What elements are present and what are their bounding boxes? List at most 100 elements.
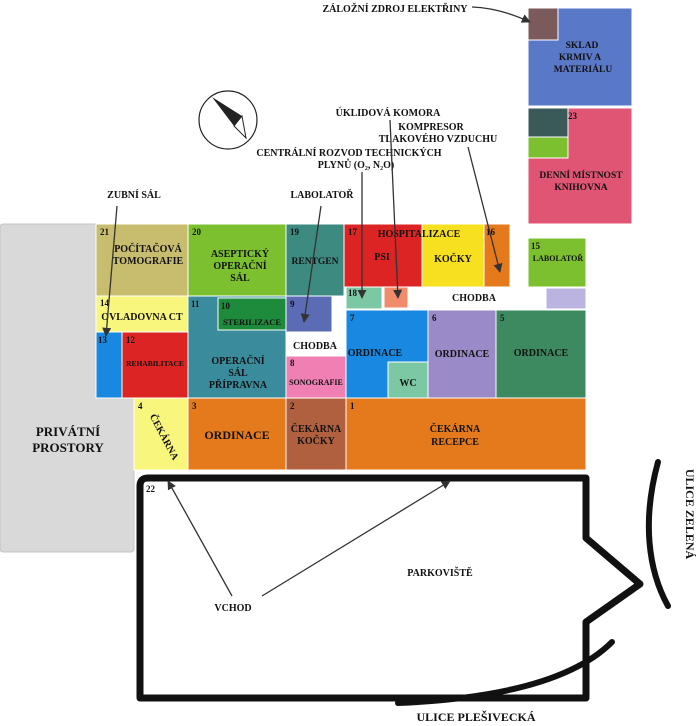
gas-distribution-callout: PLYNŮ (O₂, N₂O) <box>318 158 394 171</box>
room-3 <box>187 397 287 471</box>
room-8 <box>285 355 347 399</box>
room-storage-label: SKLAD <box>566 41 599 51</box>
room-20-label: OPERAČNÍ <box>213 259 266 272</box>
wc <box>387 361 429 399</box>
laboratory-callout: LABOLATOŘ <box>291 189 355 201</box>
room-1-label: RECEPCE <box>431 437 479 448</box>
room-21-label: TOMOGRAFIE <box>113 256 184 267</box>
room-6-number: 6 <box>432 313 437 323</box>
laboratory-arrow <box>300 205 322 323</box>
entrance-label: VCHOD <box>214 603 251 614</box>
room-14-number: 14 <box>100 298 110 308</box>
room-11-label: OPERAČNÍ <box>211 354 264 367</box>
room-11-label: PŘÍPRAVNA <box>209 379 268 391</box>
entrance-arrow-right <box>261 480 451 597</box>
room-1 <box>345 397 587 471</box>
room-16 <box>483 223 511 288</box>
room-15-label: LABOLATOŘ <box>533 253 584 263</box>
cleaning-room-arrow <box>389 119 403 299</box>
parking-label: PARKOVIŠTĚ <box>407 566 473 579</box>
room-7-number: 7 <box>350 313 355 323</box>
room-17-number: 17 <box>348 227 358 237</box>
room-18-number: 18 <box>348 288 358 298</box>
room-21-label: POČÍTAČOVÁ <box>114 242 182 255</box>
room-3-number: 3 <box>192 401 197 411</box>
room-8-label: SONOGRAFIE <box>289 378 343 387</box>
room-23-label: KNIHOVNA <box>554 183 607 193</box>
street-plesivecka-curb <box>395 639 615 706</box>
parking-outline <box>136 474 644 702</box>
wc-label: WC <box>399 378 416 389</box>
private-area-label: PROSTORY <box>32 440 104 455</box>
room-16-number: 16 <box>486 227 496 237</box>
room-23-green-block <box>527 136 569 159</box>
room-2-label: ČEKÁRNA <box>291 422 342 435</box>
room-11-label: SÁL <box>228 367 248 379</box>
corridor-south-label: CHODBA <box>293 341 338 352</box>
room-20 <box>187 223 287 297</box>
room-12-number: 12 <box>126 335 136 345</box>
hospitalization-label: HOSPITALIZACE <box>378 229 461 240</box>
room-15 <box>527 237 587 288</box>
backup-power-arrow <box>471 6 531 23</box>
cats-ward-label: KOČKY <box>434 252 473 265</box>
room-6-label: ORDINACE <box>435 349 490 360</box>
room-4 <box>133 397 189 471</box>
cleaning-room-callout: ÚKLIDOVÁ KOMORA <box>336 107 442 119</box>
room-3-label: ORDINACE <box>204 428 269 442</box>
room-1-number: 1 <box>350 401 355 411</box>
room-20-label: SÁL <box>230 272 250 284</box>
backup-power-callout: ZÁLOŽNÍ ZDROJ ELEKTŘINY <box>322 3 468 15</box>
room-6 <box>427 309 497 399</box>
room-15-number: 15 <box>531 241 541 251</box>
room-13 <box>95 331 123 399</box>
room-1-label: ČEKÁRNA <box>430 422 481 435</box>
room-11-number: 11 <box>191 299 200 309</box>
room-12-label: REHABILITACE <box>126 359 184 368</box>
room-19-number: 19 <box>290 227 300 237</box>
street-zelena-label: ULICE ZELENÁ <box>683 469 697 560</box>
room-5-number: 5 <box>500 313 505 323</box>
room-7-label: ORDINACE <box>348 348 403 359</box>
room-storage-label: MATERIÁLU <box>554 63 613 75</box>
room-2 <box>285 397 347 471</box>
gas-distribution-callout: CENTRÁLNÍ ROZVOD TECHNICKÝCH <box>256 147 441 159</box>
compressor-callout: TLAKOVÉHO VZDUCHU <box>379 133 497 145</box>
room-10-label: STERILIZACE <box>223 317 281 327</box>
street-zelena-curb <box>645 459 671 609</box>
backup-power-unit <box>527 7 559 41</box>
room-17 <box>343 223 423 288</box>
compressor-arrow <box>467 146 503 273</box>
room-2-label: KOČKY <box>297 434 336 447</box>
room-12 <box>121 331 189 399</box>
room-15-annex <box>545 287 587 310</box>
room-10-number: 10 <box>221 301 231 311</box>
entrance-arrow-left <box>167 480 233 597</box>
room-23-number: 23 <box>568 111 578 121</box>
dental-room-arrow <box>102 205 118 337</box>
dental-room-callout: ZUBNÍ SÁL <box>107 189 161 201</box>
room-9-number: 9 <box>290 299 295 309</box>
room-21 <box>95 223 189 297</box>
room-5-label: ORDINACE <box>514 348 569 359</box>
room-22-number: 22 <box>146 484 156 494</box>
cats-ward <box>421 223 485 288</box>
corridor-south <box>286 332 346 356</box>
room-21-number: 21 <box>100 227 110 237</box>
street-plesivecka-label: ULICE PLEŠIVECKÁ <box>416 710 535 724</box>
cleaning-room <box>383 286 409 309</box>
compressor-callout: KOMPRESOR <box>398 122 464 133</box>
room-storage-label: KRMIV A <box>559 53 601 63</box>
room-5 <box>495 309 587 399</box>
room-14-label: OVLADOVNA CT <box>101 312 183 323</box>
north-arrow-icon <box>198 90 258 150</box>
private-area-label: PRIVÁTNÍ <box>36 424 100 439</box>
room-19-label: RENTGEN <box>292 257 339 267</box>
room-2-number: 2 <box>290 401 295 411</box>
room-8-number: 8 <box>290 358 295 368</box>
corridor-north-label: CHODBA <box>452 293 497 304</box>
room-23-label: DENNÍ MÍSTNOST <box>539 169 623 181</box>
room-20-number: 20 <box>192 227 202 237</box>
room-23-slate-block <box>527 107 569 138</box>
